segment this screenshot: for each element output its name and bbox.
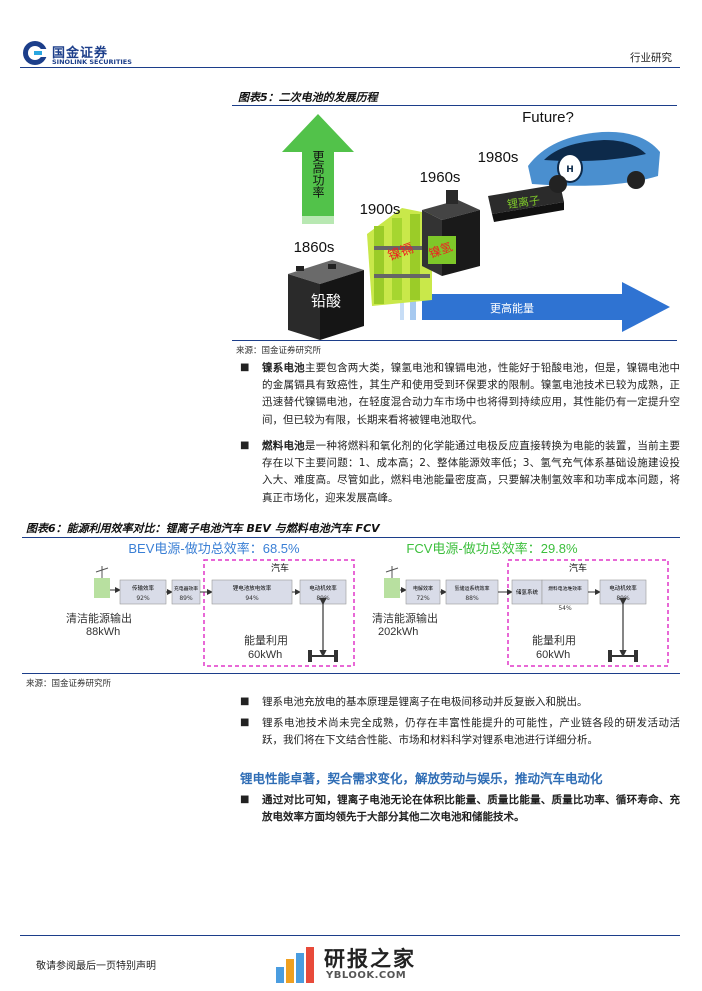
bev-source-icon [94, 566, 110, 598]
section-heading: 锂电性能卓著，契合需求变化，解放劳动与娱乐，推动汽车电动化 [240, 771, 603, 786]
watermark-bars-icon [276, 947, 314, 983]
bullet-square-icon: ■ [240, 717, 250, 728]
figure6-source: 来源：国金证券研究所 [26, 679, 112, 689]
fcv-step-electrolysis-name: 电解效率 [413, 585, 433, 592]
bev-car-label: 汽车 [271, 562, 289, 574]
bullet-fuel-cell-body: 是一种将燃料和氧化剂的化学能通过电极反应直接转换为电能的装置，当前主要存在以下主… [262, 440, 681, 504]
bev-step-transmission [119, 579, 167, 605]
bev-step-battery-name: 锂电池放电效率 [233, 584, 272, 592]
lead-acid-battery-image [288, 260, 364, 340]
bev-source-value: 88kWh [86, 626, 120, 638]
bullet-nickel-bold: 镍系电池 [262, 362, 305, 374]
bev-step-transmission-value: 92% [136, 595, 150, 602]
bev-source-label: 清洁能源输出 [66, 611, 132, 625]
bullet-fuel-cell-text: 燃料电池是一种将燃料和氧化剂的化学能通过电极反应直接转换为电能的装置，当前主要存… [262, 438, 680, 507]
bullets-batteries: ■ 镍系电池主要包含两大类，镍氢电池和镍镉电池，性能好于铅酸电池，但是，镍镉电池… [240, 360, 680, 510]
figure5-top-rule [232, 105, 677, 106]
fcv-source-value: 202kWh [378, 626, 418, 638]
fcv-step-transport-value: 88% [465, 595, 479, 602]
bullet-lithium-outlook: 锂系电池技术尚未完全成熟，仍存在丰富性能提升的可能性，产业链各段的研发活动活跃，… [262, 717, 680, 747]
fcv-step-fuel-cell-name: 燃料电池堆效率 [548, 585, 582, 592]
section-tag: 行业研究 [630, 52, 672, 64]
figure5-source: 来源：国金证券研究所 [236, 346, 322, 356]
bullet-square-icon: ■ [240, 362, 250, 373]
bev-step-battery-value: 94% [245, 595, 259, 602]
fcv-car-label: 汽车 [569, 562, 587, 574]
bullet-fuel-cell-bold: 燃料电池 [262, 440, 305, 452]
battery-history-figure: 更高功率 更高能量 铅酸 1860s 镍镉 1900s 镍氢 1960s [282, 109, 670, 340]
company-logo: 国金证券 SINOLINK SECURITIES [22, 40, 152, 70]
fcv-step-storage [511, 579, 543, 605]
fcv-step-fuel-cell-value: 54% [558, 605, 572, 612]
power-arrow-up [282, 114, 354, 224]
bev-car-boundary [203, 559, 355, 667]
bev-step-charger [171, 579, 201, 605]
figure6-top-rule [22, 537, 680, 538]
fcv-step-motor-value: 89% [616, 595, 630, 602]
watermark-text-cn: 研报之家 [324, 947, 416, 971]
bullets-lithium-principle: ■ 锂系电池充放电的基本原理是锂离子在电极间移动并反复嵌入和脱出。 ■ 锂系电池… [240, 694, 680, 758]
figure6-bottom-rule [22, 673, 680, 674]
era-year-1860s: 1860s [294, 239, 335, 256]
fcv-step-electrolysis [405, 579, 441, 605]
footer-disclaimer: 敬请参阅最后一页特别声明 [36, 961, 156, 972]
nickel-hydride-battery-image [422, 190, 480, 276]
logo-text-en: SINOLINK SECURITIES [52, 58, 132, 66]
bev-use-value: 60kWh [248, 649, 282, 661]
era-name-lithium-ion: 锂离子 [506, 193, 541, 211]
fcv-axle-icon [608, 598, 638, 662]
bev-step-charger-value: 89% [179, 595, 193, 602]
efficiency-comparison-diagram: BEV电源-做功总效率：68.5% 汽车 传输效率 92% 充电器效率 89% … [66, 541, 669, 667]
fcv-source-label: 清洁能源输出 [372, 611, 438, 625]
footer-divider [20, 935, 680, 936]
sinolink-logo-icon [23, 41, 47, 65]
bullet-nickel-text: 镍系电池主要包含两大类，镍氢电池和镍镉电池，性能好于铅酸电池，但是，镍镉电池中的… [262, 360, 680, 429]
figure5-bottom-rule [232, 340, 677, 341]
fcv-step-transport-name: 氢储运系统效率 [454, 585, 489, 592]
fcv-headline: FCV电源-做功总效率：29.8% [406, 541, 578, 556]
fcv-use-value: 60kWh [536, 649, 570, 661]
svg-text:H: H [566, 165, 574, 175]
fcv-car-boundary [507, 559, 669, 667]
figure5-title: 图表5：二次电池的发展历程 [238, 91, 378, 104]
bullet-lithium-principle: 锂系电池充放电的基本原理是锂离子在电极间移动并反复嵌入和脱出。 [262, 696, 588, 708]
era-year-future: Future? [522, 109, 574, 126]
bullets-lithium-advantages: ■ 通过对比可知，锂离子电池无论在体积比能量、质量比能量、质量比功率、循环寿命、… [240, 792, 680, 844]
nickel-cadmium-pack-image [367, 208, 432, 306]
bev-axle-icon [308, 598, 338, 662]
bev-step-motor-value: 89% [316, 595, 330, 602]
figure6-title: 图表6：能源利用效率对比：锂离子电池汽车 BEV 与燃料电池汽车 FCV [26, 522, 380, 535]
header-divider [20, 67, 680, 68]
bullet-lithium-advantages: 通过对比可知，锂离子电池无论在体积比能量、质量比能量、质量比功率、循环寿命、充放… [262, 794, 680, 824]
bullet-square-icon: ■ [240, 794, 250, 805]
fcv-use-label: 能量利用 [532, 633, 576, 647]
lithium-ion-pack-image [488, 184, 564, 222]
fcv-step-transport [445, 579, 499, 605]
bev-step-motor-name: 电动机效率 [309, 584, 337, 592]
bev-use-label: 能量利用 [244, 633, 288, 647]
era-year-1960s: 1960s [420, 169, 461, 186]
era-year-1980s: 1980s [478, 149, 519, 166]
era-name-lead-acid: 铅酸 [311, 292, 341, 310]
logo-text-cn: 国金证券 [52, 46, 109, 61]
fcv-source-icon [384, 566, 400, 598]
watermark-text-en: YBLOOK.COM [326, 970, 407, 981]
era-year-1900s: 1900s [360, 201, 401, 218]
future-car-image: H [528, 131, 660, 193]
bullet-nickel-body: 主要包含两大类，镍氢电池和镍镉电池，性能好于铅酸电池，但是，镍镉电池中的金属镉具… [262, 362, 681, 426]
watermark: 研报之家 YBLOOK.COM [274, 943, 444, 987]
fcv-step-electrolysis-value: 72% [416, 595, 430, 602]
bullet-square-icon: ■ [240, 440, 250, 451]
bev-step-charger-name: 充电器效率 [174, 585, 198, 592]
energy-arrow-right [400, 282, 670, 332]
bullet-square-icon: ■ [240, 696, 250, 707]
fcv-step-storage-name: 储氢系统 [516, 588, 539, 596]
fcv-step-fuel-cell [541, 579, 589, 605]
bev-step-transmission-name: 传输效率 [132, 584, 155, 592]
power-arrow-label: 更高功率 [311, 150, 325, 198]
energy-arrow-label: 更高能量 [490, 301, 534, 315]
fcv-step-motor-name: 电动机效率 [609, 584, 637, 592]
bev-headline: BEV电源-做功总效率：68.5% [128, 541, 300, 556]
